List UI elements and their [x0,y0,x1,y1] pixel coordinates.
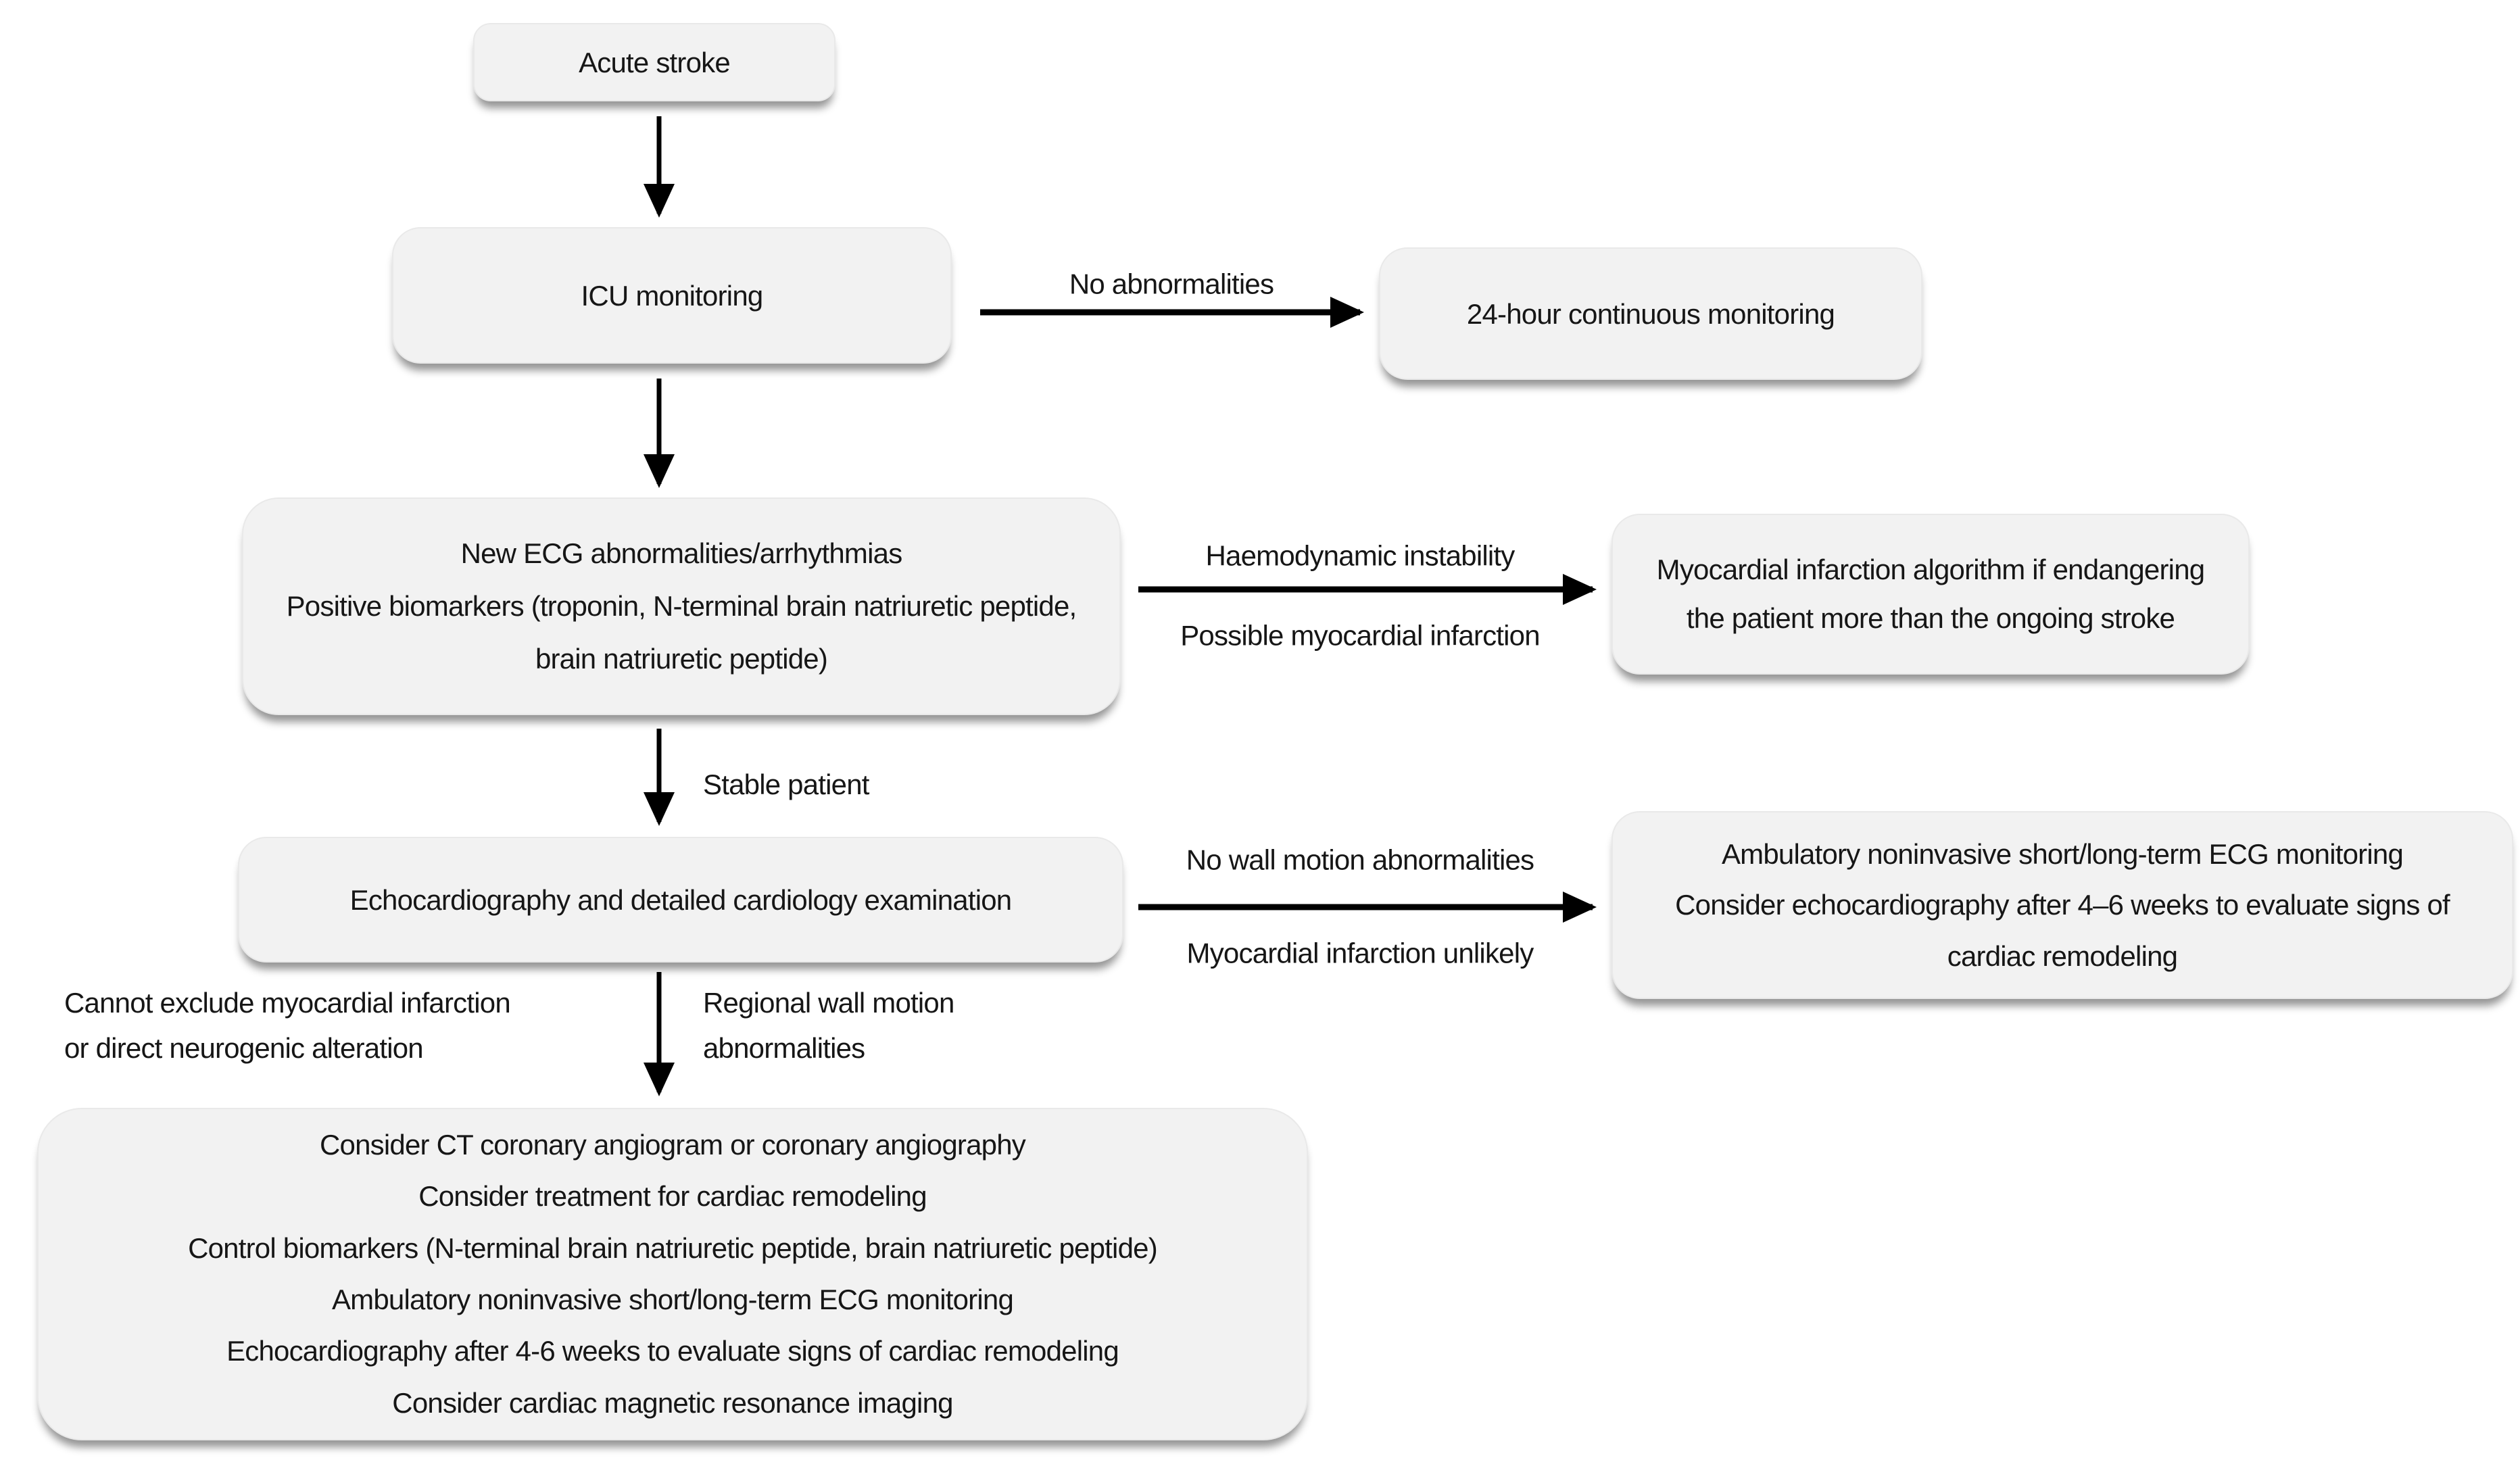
edge-label-haemodynamic-instability: Haemodynamic instability [1205,539,1516,572]
node-echocardiography-examination-label: Echocardiography and detailed cardiology… [349,883,1013,916]
node-cardiac-workup-line-5: Echocardiography after 4-6 weeks to eval… [226,1335,1119,1367]
node-acute-stroke-label: Acute stroke [579,46,731,78]
edge-label-stable-patient: Stable patient [703,769,869,800]
edge-label-no-wall-motion-abnormalities: No wall motion abnormalities [1186,844,1534,876]
node-new-ecg-abnormalities-line-2: Positive biomarkers (troponin, N-termina… [286,590,1077,675]
node-24h-continuous-monitoring: 24-hour continuous monitoring [1379,247,1922,380]
node-new-ecg-abnormalities: New ECG abnormalities/arrhythmias Positi… [242,497,1121,715]
edge-label-cannot-exclude-mi: Cannot exclude myocardial infarction or … [64,980,511,1071]
edge-label-cannot-exclude-mi-line-2: or direct neurogenic alteration [64,1032,424,1065]
node-acute-stroke: Acute stroke [473,23,835,101]
node-ambulatory-ecg-monitoring-line-2: Consider echocardiography after 4–6 week… [1675,889,2450,972]
node-echocardiography-examination: Echocardiography and detailed cardiology… [238,837,1123,963]
node-ambulatory-ecg-monitoring: Ambulatory noninvasive short/long-term E… [1612,811,2513,999]
node-cardiac-workup-line-4: Ambulatory noninvasive short/long-term E… [331,1284,1014,1315]
edge-label-regional-wall-motion-line-2: abnormalities [703,1032,865,1065]
node-24h-continuous-monitoring-label: 24-hour continuous monitoring [1466,297,1835,330]
node-ambulatory-ecg-monitoring-line-1: Ambulatory noninvasive short/long-term E… [1721,837,2404,870]
node-mi-algorithm: Myocardial infarction algorithm if endan… [1612,514,2250,675]
edge-label-possible-myocardial-infarction: Possible myocardial infarction [1180,619,1540,652]
node-new-ecg-abnormalities-line-1: New ECG abnormalities/arrhythmias [460,537,903,570]
node-cardiac-workup-line-6: Consider cardiac magnetic resonance imag… [392,1386,953,1419]
node-icu-monitoring-label: ICU monitoring [581,279,764,312]
node-cardiac-workup: Consider CT coronary angiogram or corona… [37,1108,1308,1440]
edge-label-regional-wall-motion-line-1: Regional wall motion [703,987,954,1019]
edge-label-no-abnormalities: No abnormalities [1069,268,1274,300]
edge-label-regional-wall-motion: Regional wall motion abnormalities [703,980,954,1071]
node-cardiac-workup-line-1: Consider CT coronary angiogram or corona… [320,1128,1026,1161]
node-cardiac-workup-line-2: Consider treatment for cardiac remodelin… [418,1180,927,1213]
node-mi-algorithm-label: Myocardial infarction algorithm if endan… [1656,553,2205,634]
edge-label-cannot-exclude-mi-line-1: Cannot exclude myocardial infarction [64,987,511,1019]
node-icu-monitoring: ICU monitoring [392,227,952,364]
edge-label-myocardial-infarction-unlikely: Myocardial infarction unlikely [1186,937,1534,969]
node-cardiac-workup-line-3: Control biomarkers (N-terminal brain nat… [188,1232,1158,1264]
